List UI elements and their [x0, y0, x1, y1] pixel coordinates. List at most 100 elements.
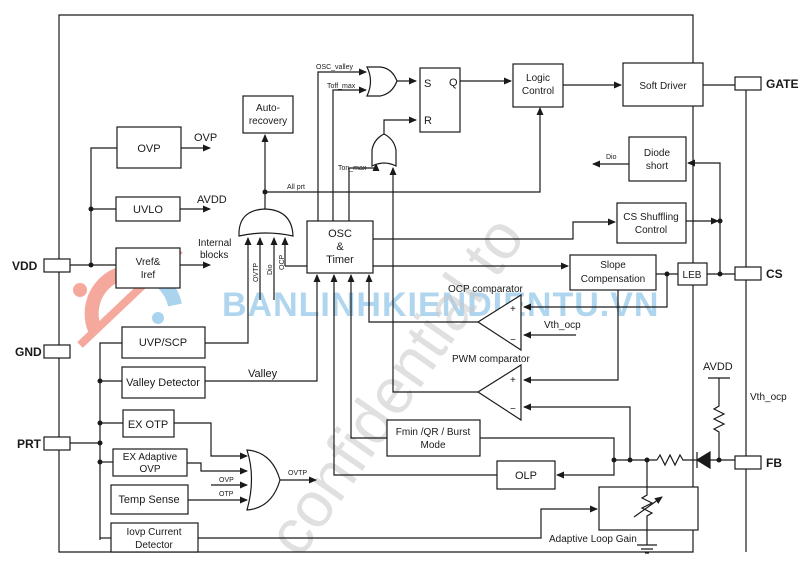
uvlo-block: UVLO	[115, 196, 181, 222]
ovp-block: OVP	[116, 126, 182, 169]
valley-detector-block: Valley Detector	[121, 366, 206, 399]
pwm-comparator: + − PWM comparator	[452, 354, 530, 422]
osc-timer-block: OSC & Timer	[306, 220, 374, 274]
svg-text:Detector: Detector	[135, 540, 173, 551]
svg-text:Slope: Slope	[600, 260, 626, 271]
pin-prt[interactable]: PRT	[17, 436, 71, 451]
svg-text:−: −	[510, 404, 516, 415]
diode-short-block: Diode short	[628, 136, 687, 182]
svg-text:UVP/SCP: UVP/SCP	[139, 337, 187, 349]
svg-text:−: −	[510, 335, 516, 346]
ex-adaptive-ovp-block: EX Adaptive OVP	[112, 448, 188, 477]
svg-text:Compensation: Compensation	[581, 274, 645, 285]
svg-text:OVP: OVP	[137, 143, 160, 155]
svg-text:+: +	[510, 304, 516, 315]
uvp-scp-block: UVP/SCP	[121, 326, 206, 359]
toff-max-label: Toff_max	[327, 83, 356, 90]
sr-flipflop: S Q R	[419, 67, 461, 133]
svg-text:short: short	[646, 161, 668, 172]
svg-text:Iref: Iref	[141, 270, 156, 281]
logic-control-block: Logic Control	[512, 63, 564, 108]
svg-text:PRT: PRT	[17, 437, 42, 451]
iovp-current-detector-block: Iovp Current Detector	[110, 522, 199, 553]
svg-text:Temp Sense: Temp Sense	[118, 494, 179, 506]
svg-text:Soft Driver: Soft Driver	[639, 81, 687, 92]
svg-text:Logic: Logic	[526, 73, 550, 84]
svg-text:UVLO: UVLO	[133, 204, 163, 216]
ovtp-input-label: OVTP	[253, 263, 260, 282]
svg-text:Timer: Timer	[326, 254, 354, 266]
fb-resistor	[656, 453, 697, 467]
svg-text:Iovp Current: Iovp Current	[126, 527, 181, 538]
svg-text:OVP: OVP	[139, 464, 160, 475]
olp-block: OLP	[496, 460, 556, 490]
svg-text:CS: CS	[766, 267, 783, 281]
svg-text:FB: FB	[766, 456, 782, 470]
svg-text:&: &	[336, 241, 344, 253]
svg-text:+: +	[510, 375, 516, 386]
valley-label: Valley	[248, 368, 278, 380]
fmin-qr-burst-block: Fmin /QR / Burst Mode	[386, 419, 481, 457]
svg-text:Auto-: Auto-	[256, 103, 280, 114]
vth-ocp-label: Vth_ocp	[544, 320, 581, 331]
ex-otp-block: EX OTP	[122, 409, 175, 438]
svg-text:Vref&: Vref&	[136, 257, 161, 268]
svg-text:PWM comparator: PWM comparator	[452, 354, 530, 365]
ovp-input-label: OVP	[219, 477, 234, 484]
avdd-signal-label: AVDD	[197, 194, 227, 206]
protection-or-gate	[238, 208, 294, 237]
slope-compensation-block: Slope Compensation	[569, 254, 657, 291]
vth-ocp-right-label: Vth_ocp	[750, 392, 787, 403]
pin-cs[interactable]: CS	[734, 266, 783, 281]
svg-text:GND: GND	[15, 345, 42, 359]
dio-input-label: Dio	[267, 264, 274, 275]
svg-text:R: R	[424, 115, 432, 127]
svg-text:Q: Q	[449, 77, 458, 89]
svg-text:CS Shuffling: CS Shuffling	[623, 212, 678, 223]
svg-text:VDD: VDD	[12, 259, 38, 273]
cs-shuffling-block: CS Shuffling Control	[616, 202, 687, 244]
leb-block: LEB	[677, 262, 708, 286]
ovtp-or-gate	[246, 449, 281, 511]
dio-output-label: Dio	[606, 154, 617, 161]
vref-iref-block: Vref& Iref	[115, 247, 181, 289]
fb-diode-icon	[695, 450, 711, 470]
pin-gnd[interactable]: GND	[15, 344, 71, 359]
svg-text:GATE: GATE	[766, 77, 798, 91]
reset-or-gate	[371, 133, 397, 167]
svg-text:Mode: Mode	[420, 440, 445, 451]
avdd-fb-label: AVDD	[703, 361, 733, 373]
set-or-gate	[366, 66, 398, 97]
svg-text:Diode: Diode	[644, 148, 671, 159]
svg-text:OCP comparator: OCP comparator	[448, 284, 524, 295]
otp-input-label: OTP	[219, 491, 234, 498]
ovp-signal-label: OVP	[194, 132, 217, 144]
svg-text:S: S	[424, 78, 431, 90]
svg-text:Control: Control	[522, 86, 554, 97]
all-prt-label: All prt	[287, 184, 305, 191]
svg-text:Control: Control	[635, 225, 667, 236]
pullup-resistor	[712, 378, 726, 460]
adaptive-loop-gain-block: Adaptive Loop Gain	[549, 460, 699, 554]
osc-valley-label: OSC_valley	[316, 64, 353, 71]
ton-max-label: Ton_max	[338, 165, 367, 172]
pin-gate[interactable]: GATE	[734, 76, 798, 91]
svg-text:Fmin /QR / Burst: Fmin /QR / Burst	[396, 427, 471, 438]
ocp-input-label: OCP	[279, 255, 286, 271]
svg-text:recovery: recovery	[249, 116, 287, 127]
temp-sense-block: Temp Sense	[110, 484, 189, 515]
pin-fb[interactable]: FB	[734, 455, 782, 470]
brand-watermark-text: BANLINHKIENDIENTU.VN	[222, 286, 659, 324]
svg-text:OSC: OSC	[328, 228, 352, 240]
ocp-comparator: + − OCP comparator	[448, 284, 524, 352]
svg-text:OLP: OLP	[515, 470, 537, 482]
svg-text:EX OTP: EX OTP	[128, 419, 168, 431]
soft-driver-block: Soft Driver	[622, 62, 704, 107]
svg-text:Adaptive Loop Gain: Adaptive Loop Gain	[549, 534, 637, 545]
pin-vdd[interactable]: VDD	[12, 258, 71, 273]
svg-text:Valley Detector: Valley Detector	[126, 377, 200, 389]
svg-text:LEB: LEB	[683, 270, 702, 281]
svg-text:EX Adaptive: EX Adaptive	[123, 452, 178, 463]
auto-recovery-block: Auto- recovery	[242, 95, 294, 134]
